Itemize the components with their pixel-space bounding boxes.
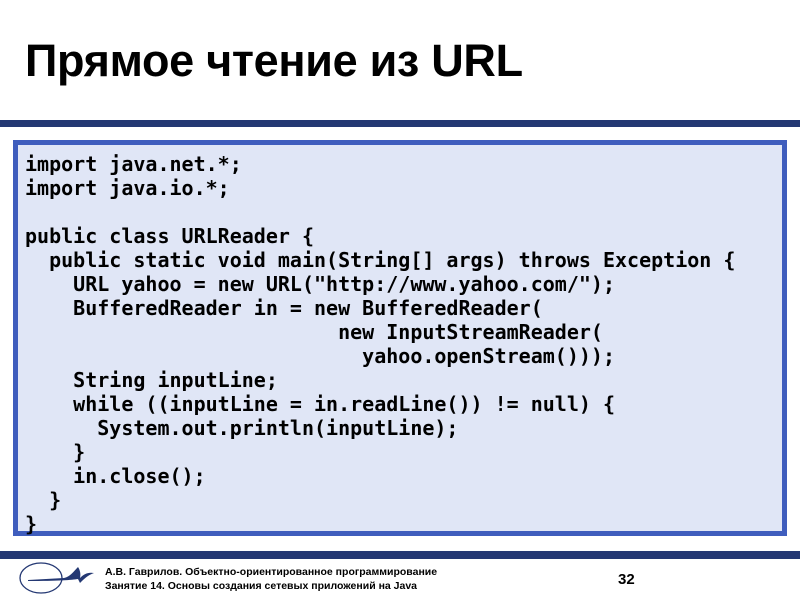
page-number: 32 (618, 571, 635, 588)
code-line: } (25, 512, 38, 536)
code-line: String inputLine; (25, 368, 278, 392)
code-line: System.out.println(inputLine); (25, 416, 459, 440)
code-block: import java.net.*;import java.io.*; publi… (13, 140, 787, 536)
bottom-divider-band (0, 551, 800, 559)
footer-author-course: А.В. Гаврилов. Объектно-ориентированное … (105, 566, 438, 578)
code-line: in.close(); (25, 464, 206, 488)
code-line: import java.net.*; (25, 152, 242, 176)
footer-credits: А.В. Гаврилов. Объектно-ориентированное … (105, 565, 437, 593)
footer-lesson-topic: Занятие 14. Основы создания сетевых прил… (105, 580, 418, 592)
bird-ellipse-logo-icon (19, 562, 94, 594)
code-line: public class URLReader { (25, 224, 314, 248)
code-line: } (25, 440, 86, 464)
code-line: new InputStreamReader( (25, 320, 603, 344)
code-line: yahoo.openStream())); (25, 344, 616, 368)
code-line: public static void main(String[] args) t… (25, 248, 736, 272)
top-divider-band (0, 120, 800, 127)
code-line: URL yahoo = new URL("http://www.yahoo.co… (25, 272, 616, 296)
code-listing: import java.net.*;import java.io.*; publi… (25, 152, 735, 536)
slide-title: Прямое чтение из URL (25, 35, 523, 86)
code-line (25, 200, 735, 224)
code-line: BufferedReader in = new BufferedReader( (25, 296, 543, 320)
code-line: } (25, 488, 62, 512)
code-line: import java.io.*; (25, 176, 230, 200)
code-line: while ((inputLine = in.readLine()) != nu… (25, 392, 616, 416)
